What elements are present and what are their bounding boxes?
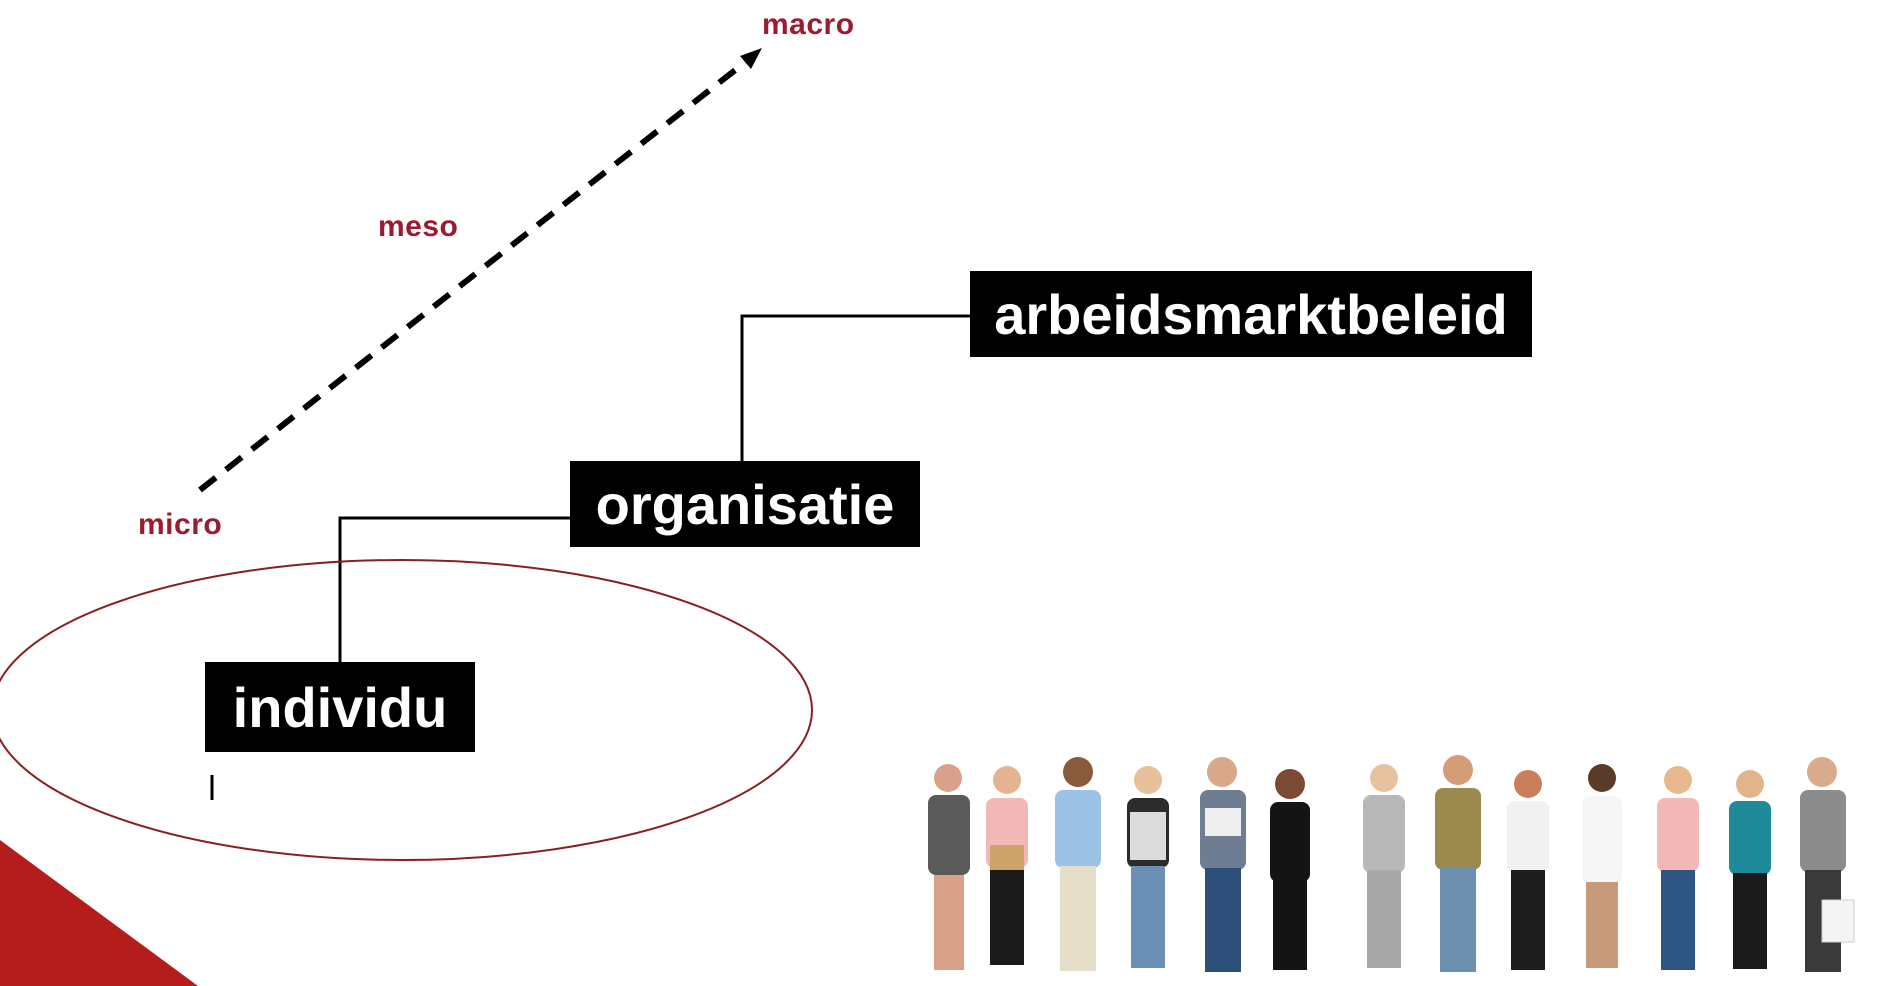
highlight-ellipse bbox=[0, 559, 813, 861]
level-label-macro: macro bbox=[762, 8, 855, 41]
person-figure bbox=[1200, 757, 1246, 972]
person-figure bbox=[1507, 770, 1549, 970]
level-label-meso: meso bbox=[378, 210, 459, 243]
person-figure bbox=[928, 764, 970, 970]
connector-ind-org bbox=[338, 516, 570, 662]
box-individu: individu bbox=[205, 662, 475, 752]
level-arrowhead bbox=[740, 48, 762, 69]
person-figure bbox=[986, 766, 1028, 965]
box-organisatie: organisatie bbox=[570, 461, 920, 547]
person-figure bbox=[1800, 757, 1855, 972]
person-figure bbox=[1657, 766, 1699, 970]
level-arrow bbox=[198, 57, 750, 493]
person-figure bbox=[1270, 769, 1310, 970]
person-figure bbox=[1435, 755, 1481, 972]
connector-org-beleid bbox=[740, 314, 970, 461]
person-figure bbox=[1127, 766, 1169, 968]
level-label-micro: micro bbox=[138, 508, 223, 541]
box-arbeidsmarktbeleid: arbeidsmarktbeleid bbox=[970, 271, 1532, 357]
person-figure bbox=[1582, 764, 1622, 968]
person-figure bbox=[1729, 770, 1771, 969]
person-figure bbox=[1055, 757, 1101, 971]
corner-triangle bbox=[0, 840, 198, 986]
people-illustration bbox=[928, 755, 1855, 972]
person-figure bbox=[1363, 764, 1405, 968]
